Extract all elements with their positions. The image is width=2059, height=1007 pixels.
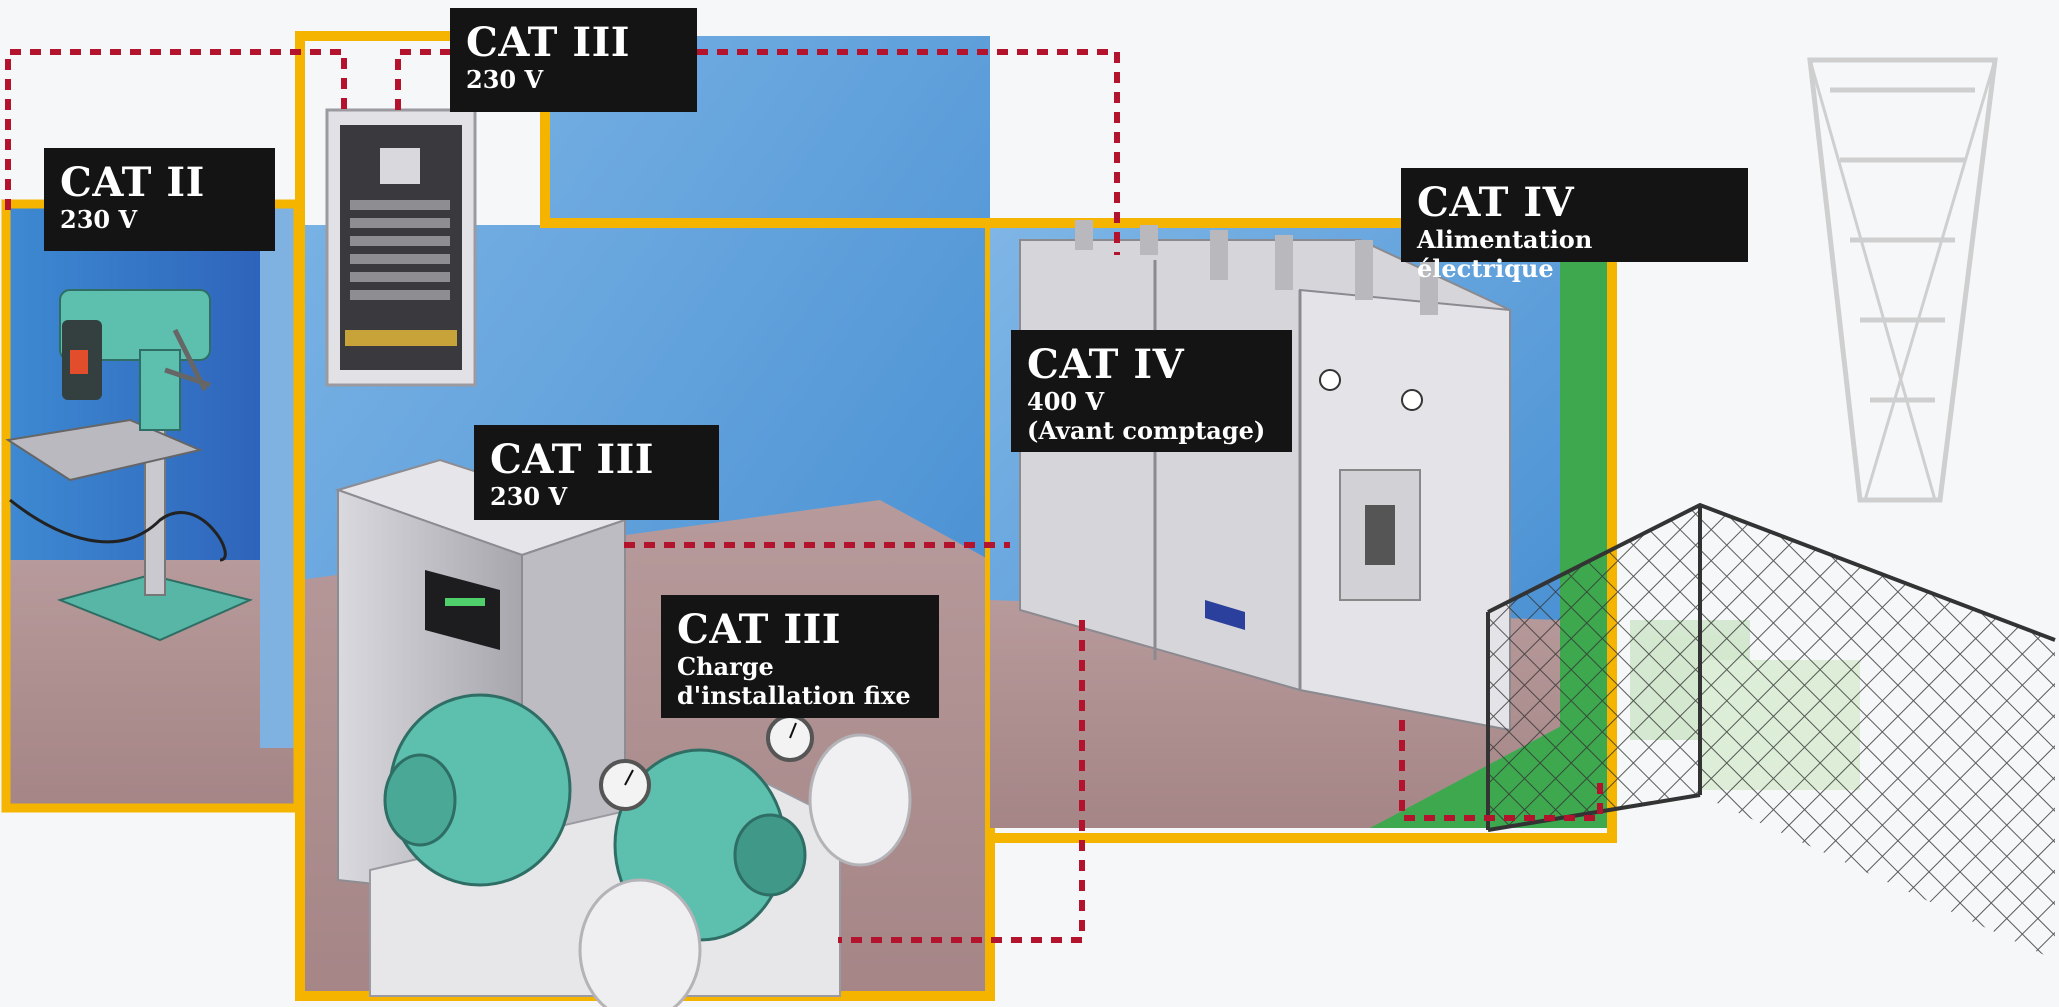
- cat4-switchgear-label: CAT IV 400 V (Avant comptage): [1011, 330, 1292, 452]
- pressure-gauge-icon: [599, 714, 814, 811]
- cat3-cabinet-category: CAT III: [490, 436, 655, 483]
- electricity-pylon-icon: [1807, 57, 1998, 503]
- cat4-switchgear-note: (Avant comptage): [1027, 415, 1266, 445]
- cat4-supply-category: CAT IV: [1417, 179, 1575, 226]
- fence-icon: [1486, 502, 2056, 960]
- motor-pump-icon: [369, 693, 912, 1007]
- cat2-label: CAT II 230 V: [44, 148, 275, 251]
- switchgear-icon: [1019, 220, 1511, 732]
- cat3-fixed-load-line1: Charge: [677, 652, 774, 681]
- cat3-breaker-category: CAT III: [466, 19, 631, 66]
- cat4-switchgear-voltage: 400 V: [1027, 387, 1105, 416]
- cat3-breaker-voltage: 230 V: [466, 65, 544, 94]
- cat3-cabinet-label: CAT III 230 V: [474, 425, 719, 520]
- breaker-panel-icon: [325, 108, 477, 387]
- cat4-supply-label: CAT IV Alimentation électrique: [1401, 168, 1748, 283]
- cat4-supply-detail: Alimentation électrique: [1417, 225, 1593, 283]
- cat3-cabinet-voltage: 230 V: [490, 482, 568, 511]
- cat4-switchgear-category: CAT IV: [1027, 341, 1185, 388]
- cat3-fixed-load-category: CAT III: [677, 606, 842, 653]
- dashed-connector-lines: [5, 49, 1603, 943]
- drill-press-icon: [5, 289, 254, 642]
- cat2-voltage: 230 V: [60, 205, 138, 234]
- cat3-fixed-load-line2: d'installation fixe: [677, 680, 911, 710]
- cat3-fixed-load-label: CAT III Charge d'installation fixe: [661, 595, 939, 718]
- cat2-category: CAT II: [60, 159, 205, 206]
- cat3-breaker-label: CAT III 230 V: [450, 8, 697, 112]
